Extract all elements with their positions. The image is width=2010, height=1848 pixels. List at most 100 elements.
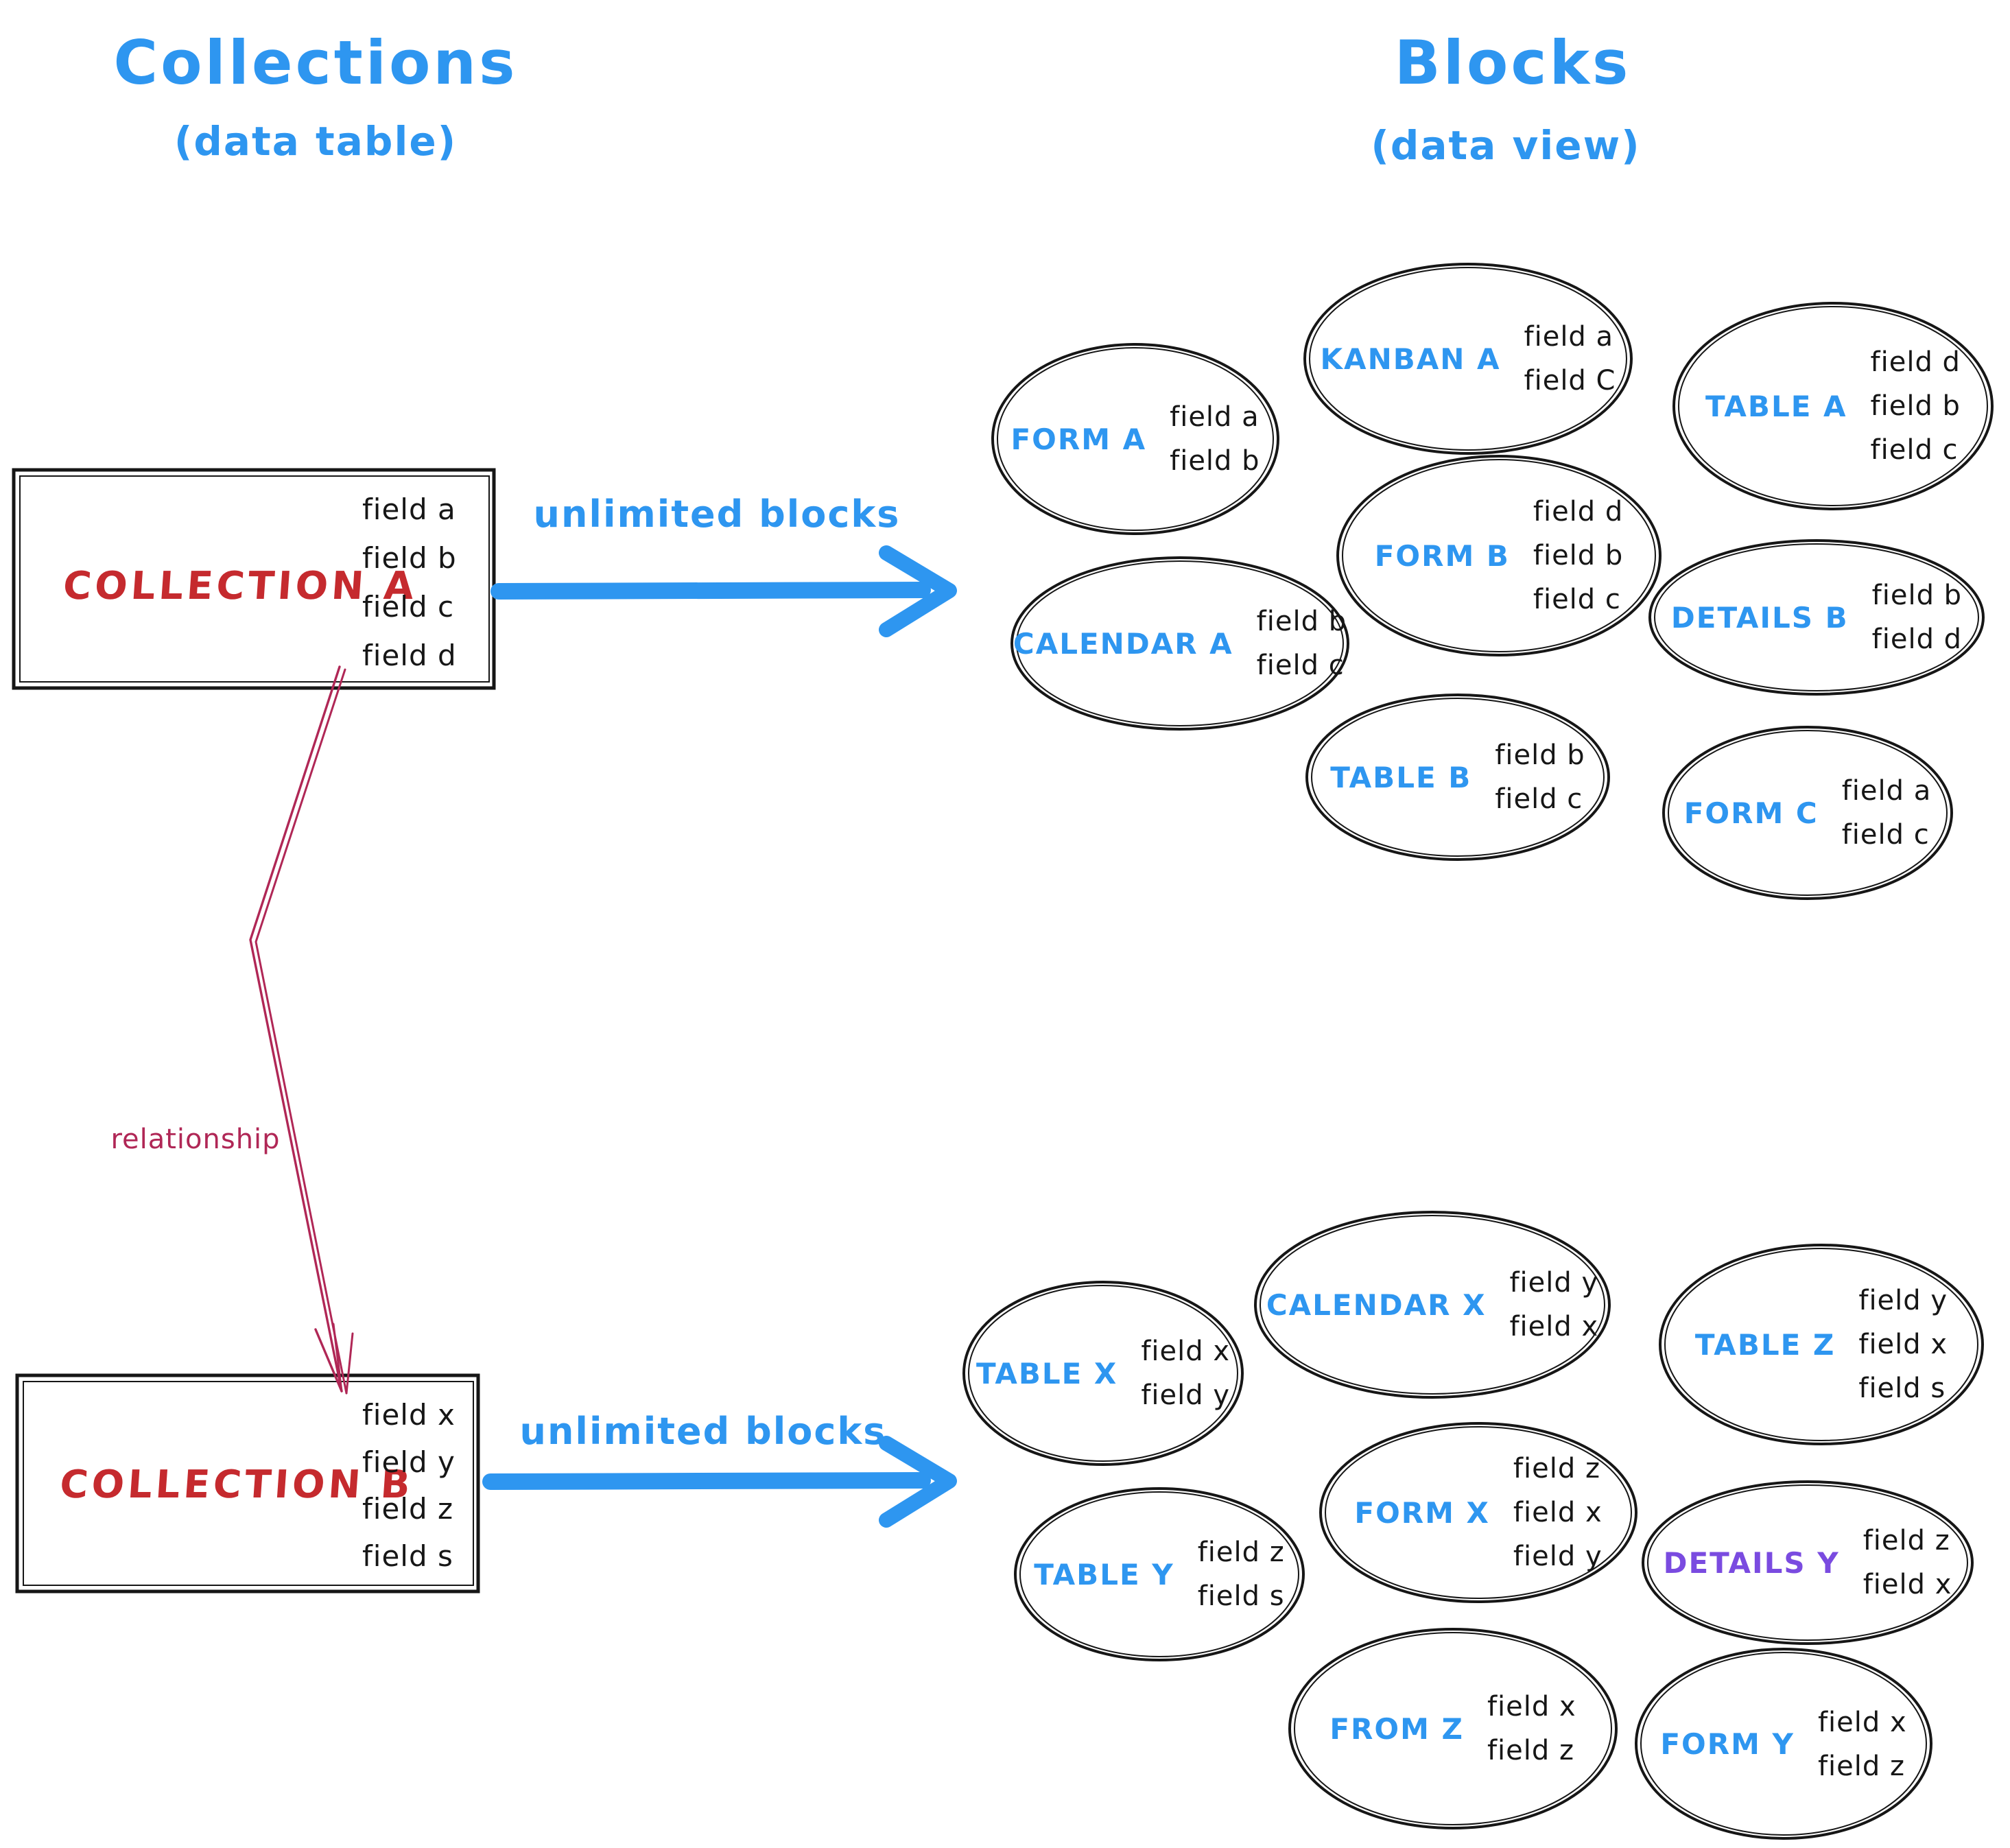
block-label: TABLE Y	[1034, 1557, 1174, 1591]
block-field: field b	[1870, 390, 1961, 422]
block-ellipse-kanban-a	[1303, 263, 1633, 455]
block-table-x: TABLE X field x field y	[964, 1282, 1242, 1465]
block-ellipse-calendar-a	[1010, 556, 1349, 731]
block-fields: field z field x field y	[1513, 1453, 1603, 1572]
block-ellipse-form-a	[991, 343, 1279, 535]
block-label: TABLE X	[976, 1356, 1118, 1390]
block-field: field x	[1513, 1497, 1603, 1528]
block-field: field c	[1256, 650, 1345, 681]
block-field: field c	[1841, 819, 1930, 851]
block-ellipse-table-a	[1672, 302, 1994, 510]
block-field: field C	[1524, 365, 1616, 396]
block-field: field a	[1170, 401, 1260, 433]
block-field: field y	[1509, 1267, 1599, 1299]
collection-a-field: field d	[362, 639, 457, 672]
block-field: field x	[1817, 1706, 1907, 1738]
block-fields: field a field C	[1524, 321, 1616, 396]
blocks-title: Blocks	[1394, 27, 1631, 98]
block-form-y: FORM Y field x field z	[1636, 1650, 1931, 1838]
block-fields: field b field c	[1495, 739, 1585, 815]
block-field: field z	[1513, 1453, 1600, 1484]
block-calendar-x: CALENDAR X field y field x	[1255, 1212, 1609, 1397]
block-field: field s	[1858, 1373, 1946, 1404]
block-label: FORM A	[1010, 422, 1147, 456]
unlimited-blocks-arrow-bottom	[482, 1436, 957, 1528]
block-fields: field x field z	[1818, 1707, 1907, 1782]
block-from-z: FROM Z field x field z	[1290, 1629, 1616, 1828]
collection-a-box-inner-line	[19, 475, 490, 683]
collection-a-box	[12, 468, 496, 690]
block-fields: field z field s	[1198, 1537, 1285, 1612]
block-field: field x	[1141, 1336, 1231, 1367]
collections-title: Collections	[113, 27, 518, 98]
collection-b-field: field x	[362, 1398, 456, 1432]
block-form-x: FORM X field z field x field y	[1321, 1423, 1636, 1602]
block-field: field y	[1513, 1541, 1603, 1572]
collection-b-field: field s	[362, 1539, 453, 1573]
block-field: field z	[1817, 1750, 1905, 1782]
collection-b-field: field y	[362, 1445, 456, 1479]
block-ellipse-form-y	[1635, 1648, 1932, 1840]
block-ellipse-table-x	[962, 1281, 1244, 1466]
block-details-b: DETAILS B field b field d	[1650, 541, 1983, 694]
block-table-a: TABLE A field d field b field c	[1674, 303, 1992, 509]
block-ellipse-form-x	[1319, 1422, 1637, 1603]
block-field: field x	[1509, 1311, 1599, 1342]
block-field: field c	[1533, 584, 1621, 615]
block-ellipse-table-b	[1305, 694, 1610, 861]
block-table-b: TABLE B field b field c	[1307, 695, 1609, 860]
block-label: DETAILS B	[1670, 600, 1849, 635]
block-label: CALENDAR X	[1266, 1288, 1487, 1322]
block-form-a: FORM A field a field b	[993, 344, 1278, 534]
unlimited-blocks-arrow-top	[490, 545, 957, 637]
block-fields: field b field c	[1257, 606, 1347, 681]
block-table-y: TABLE Y field z field s	[1015, 1489, 1303, 1660]
blocks-b-ellipses	[962, 1211, 1984, 1840]
block-ellipse-calendar-x	[1254, 1211, 1611, 1399]
block-fields: field a field c	[1842, 775, 1932, 851]
block-fields: field z field x	[1863, 1525, 1952, 1600]
block-field: field y	[1141, 1379, 1231, 1411]
block-field: field b	[1256, 606, 1347, 637]
block-field: field b	[1871, 580, 1963, 611]
block-ellipse-form-c	[1662, 726, 1953, 900]
block-field: field b	[1495, 739, 1585, 771]
block-field: field d	[1870, 346, 1961, 378]
block-label: FORM X	[1354, 1495, 1490, 1530]
block-label: FORM B	[1374, 538, 1510, 573]
unlimited-blocks-label-top: unlimited blocks	[533, 493, 901, 536]
block-fields: field d field b field c	[1871, 346, 1961, 466]
block-ellipse-table-y	[1014, 1487, 1305, 1661]
block-fields: field d field b field c	[1533, 496, 1623, 615]
block-field: field x	[1863, 1569, 1952, 1600]
relationship-label: relationship	[110, 1124, 281, 1155]
block-fields: field b field d	[1872, 580, 1962, 655]
block-label: TABLE A	[1705, 389, 1847, 423]
collection-a-field: field a	[362, 493, 456, 526]
block-label: FORM Y	[1660, 1727, 1795, 1761]
relationship-arrow	[249, 665, 354, 1395]
block-field: field z	[1487, 1735, 1574, 1766]
block-label: KANBAN A	[1320, 342, 1501, 376]
block-field: field a	[1524, 321, 1614, 353]
block-ellipse-details-b	[1648, 539, 1985, 696]
block-ellipse-table-z	[1659, 1244, 1984, 1445]
block-field: field d	[1533, 496, 1624, 528]
block-ellipse-from-z	[1288, 1628, 1618, 1829]
block-field: field d	[1871, 624, 1963, 655]
block-field: field x	[1858, 1329, 1948, 1360]
block-label: FORM C	[1683, 796, 1819, 830]
block-fields: field y field x field s	[1858, 1285, 1948, 1404]
block-form-c: FORM C field a field c	[1664, 727, 1952, 899]
collection-b-box	[15, 1373, 480, 1594]
block-field: field c	[1870, 434, 1959, 466]
block-table-z: TABLE Z field y field x field s	[1660, 1245, 1983, 1444]
block-field: field s	[1197, 1580, 1285, 1612]
block-field: field z	[1197, 1537, 1285, 1568]
block-ellipse-details-y	[1642, 1480, 1974, 1645]
block-field: field y	[1858, 1285, 1948, 1316]
block-fields: field x field z	[1487, 1691, 1576, 1766]
block-fields: field a field b	[1170, 401, 1260, 477]
